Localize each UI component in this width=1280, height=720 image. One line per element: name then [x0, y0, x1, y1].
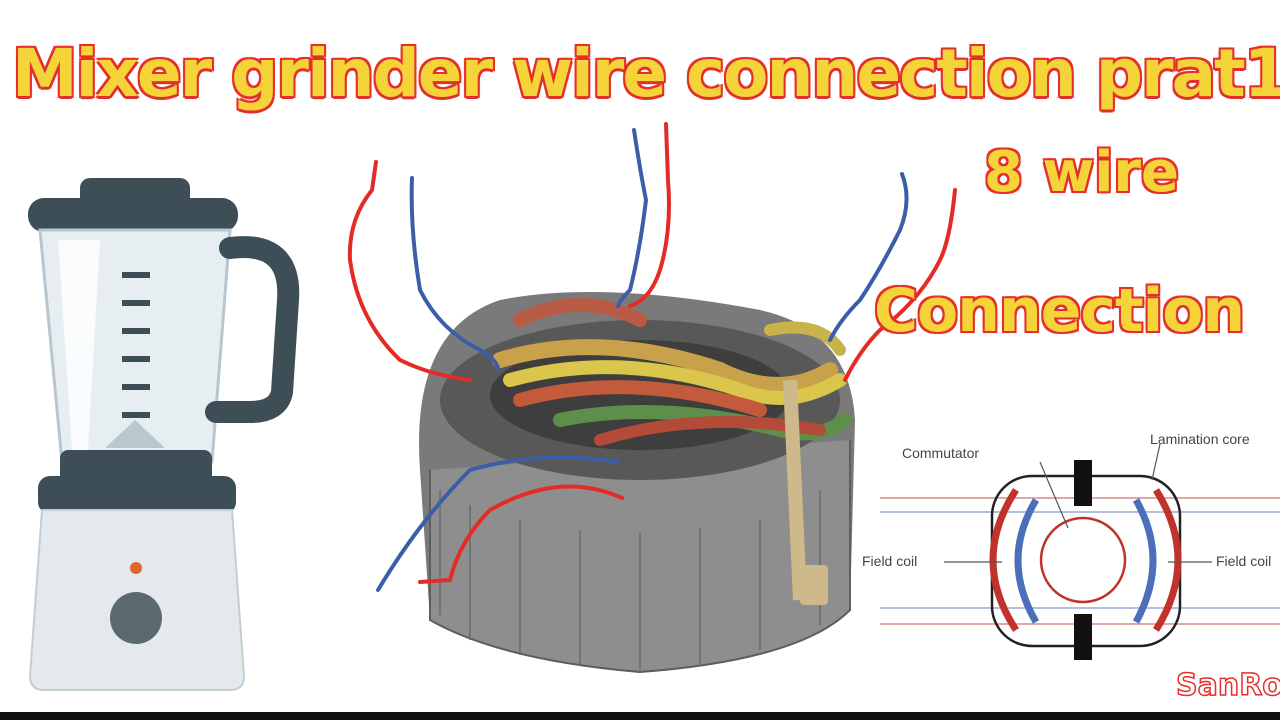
- commutator-label: Commutator: [902, 445, 979, 461]
- field-coil-left-label: Field coil: [862, 553, 917, 569]
- subtitle-connection: Connection: [874, 276, 1245, 346]
- lamination-core-label: Lamination core: [1150, 431, 1250, 447]
- bottom-bar: [0, 712, 1280, 720]
- subtitle-wire-count: 8 wire: [984, 140, 1179, 205]
- watermark: SanRo: [1175, 667, 1280, 704]
- blender-icon: [28, 178, 300, 691]
- page-title: Mixer grinder wire connection prat1: [12, 35, 1280, 112]
- field-coil-right-label: Field coil: [1216, 553, 1271, 569]
